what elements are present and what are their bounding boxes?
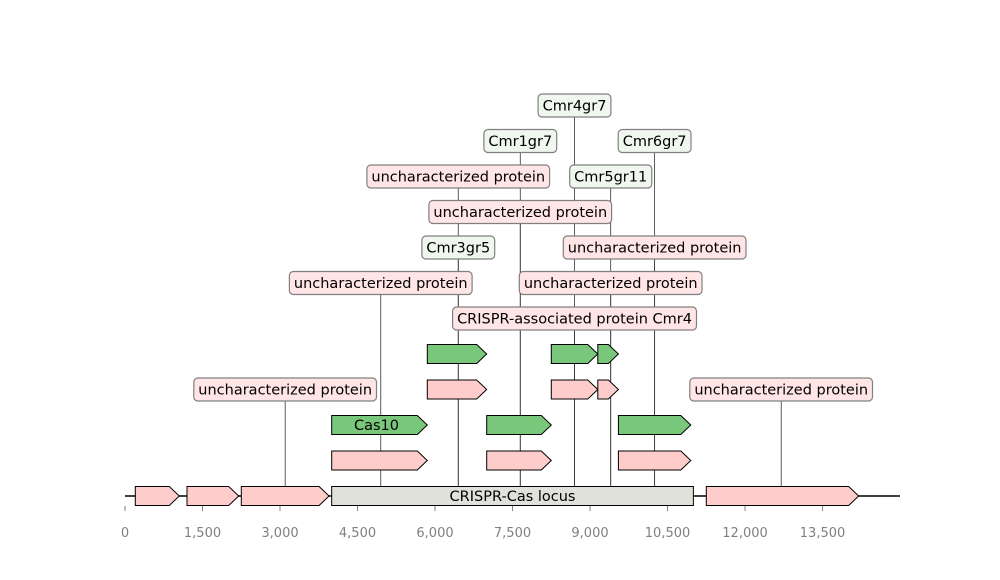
gene-arrow-4 [331, 450, 429, 471]
annotation-label-2: CRISPR-associated protein Cmr4 [452, 306, 698, 331]
annotation-box [428, 199, 613, 225]
annotation-box [483, 128, 558, 154]
axis-tick-label: 3,000 [261, 526, 298, 541]
gene-arrow-5 [486, 450, 553, 471]
annotation-leaders [284, 105, 782, 496]
gene-arrow-0 [134, 486, 181, 506]
annotation-text: Cmr5gr11 [574, 170, 647, 186]
axis-tick-label: 13,500 [800, 526, 846, 541]
annotation-text: Cmr6gr7 [623, 134, 687, 150]
annotation-box [689, 377, 874, 402]
axis-tick-label: 6,000 [416, 526, 453, 541]
gene-arrow-12 [597, 379, 620, 400]
annotation-text: CRISPR-associated protein Cmr4 [457, 312, 692, 328]
annotation-label-0: uncharacterized protein [193, 377, 378, 402]
annotation-box [421, 235, 496, 260]
annotation-text: uncharacterized protein [433, 205, 607, 221]
annotation-text: Cmr3gr5 [426, 241, 490, 257]
annotation-box [193, 377, 378, 402]
axis-tick-label: 7,500 [494, 526, 531, 541]
annotation-text: uncharacterized protein [294, 276, 468, 292]
annotation-box [452, 306, 698, 331]
annotation-label-11: Cmr6gr7 [617, 128, 692, 154]
annotation-box [288, 270, 473, 296]
gene-arrow-3 [705, 486, 860, 506]
annotation-box [617, 128, 692, 154]
annotation-box [537, 93, 612, 118]
gene-arrow-14 [550, 344, 599, 364]
gene-arrow-15 [597, 344, 620, 364]
annotation-label-1: uncharacterized protein [689, 377, 874, 402]
gene-features: CRISPR-Cas locus Cas10 [134, 344, 860, 506]
axis-tick-label: 9,000 [571, 526, 608, 541]
crispr-cas-locus [331, 486, 694, 506]
annotation-text: uncharacterized protein [524, 276, 698, 292]
annotation-labels: uncharacterized protein uncharacterized p… [193, 93, 874, 402]
axis-tick-label: 10,500 [645, 526, 691, 541]
gene-arrow-10 [426, 379, 488, 400]
gene-arrow-11 [550, 379, 599, 400]
annotation-label-12: Cmr4gr7 [537, 93, 612, 118]
annotation-text: uncharacterized protein [371, 170, 545, 186]
gene-arrow-7 [331, 415, 429, 435]
gene-arrow-6 [617, 450, 692, 471]
annotation-label-4: uncharacterized protein [518, 270, 703, 296]
gene-arrow-1 [186, 486, 240, 506]
annotation-label-5: Cmr3gr5 [421, 235, 496, 260]
gene-arrow-9 [617, 415, 692, 435]
annotation-text: uncharacterized protein [568, 241, 742, 257]
position-axis: 0 1,500 3,000 4,500 6,000 7,500 9,000 10,500 12,… [121, 506, 845, 541]
annotation-label-3: uncharacterized protein [288, 270, 473, 296]
axis-tick-label: 12,000 [722, 526, 768, 541]
annotation-text: uncharacterized protein [198, 383, 372, 399]
axis-tick-label: 0 [121, 526, 129, 541]
gene-arrow-13 [426, 344, 488, 364]
gene-arrow-8 [486, 415, 553, 435]
annotation-box [569, 164, 653, 189]
annotation-label-10: Cmr1gr7 [483, 128, 558, 154]
locus-label: CRISPR-Cas locus [450, 489, 576, 505]
gene-label: Cas10 [354, 418, 399, 434]
annotation-label-6: uncharacterized protein [562, 235, 747, 260]
axis-tick-label: 4,500 [339, 526, 376, 541]
annotation-text: uncharacterized protein [694, 383, 868, 399]
annotation-text: Cmr4gr7 [543, 99, 607, 115]
gene-arrow-2 [240, 486, 330, 506]
annotation-label-7: uncharacterized protein [428, 199, 613, 225]
axis-tick-label: 1,500 [184, 526, 221, 541]
annotation-box [562, 235, 747, 260]
annotation-label-8: uncharacterized protein [366, 164, 551, 189]
annotation-box [518, 270, 703, 296]
annotation-text: Cmr1gr7 [488, 134, 552, 150]
annotation-box [366, 164, 551, 189]
annotation-label-9: Cmr5gr11 [569, 164, 653, 189]
